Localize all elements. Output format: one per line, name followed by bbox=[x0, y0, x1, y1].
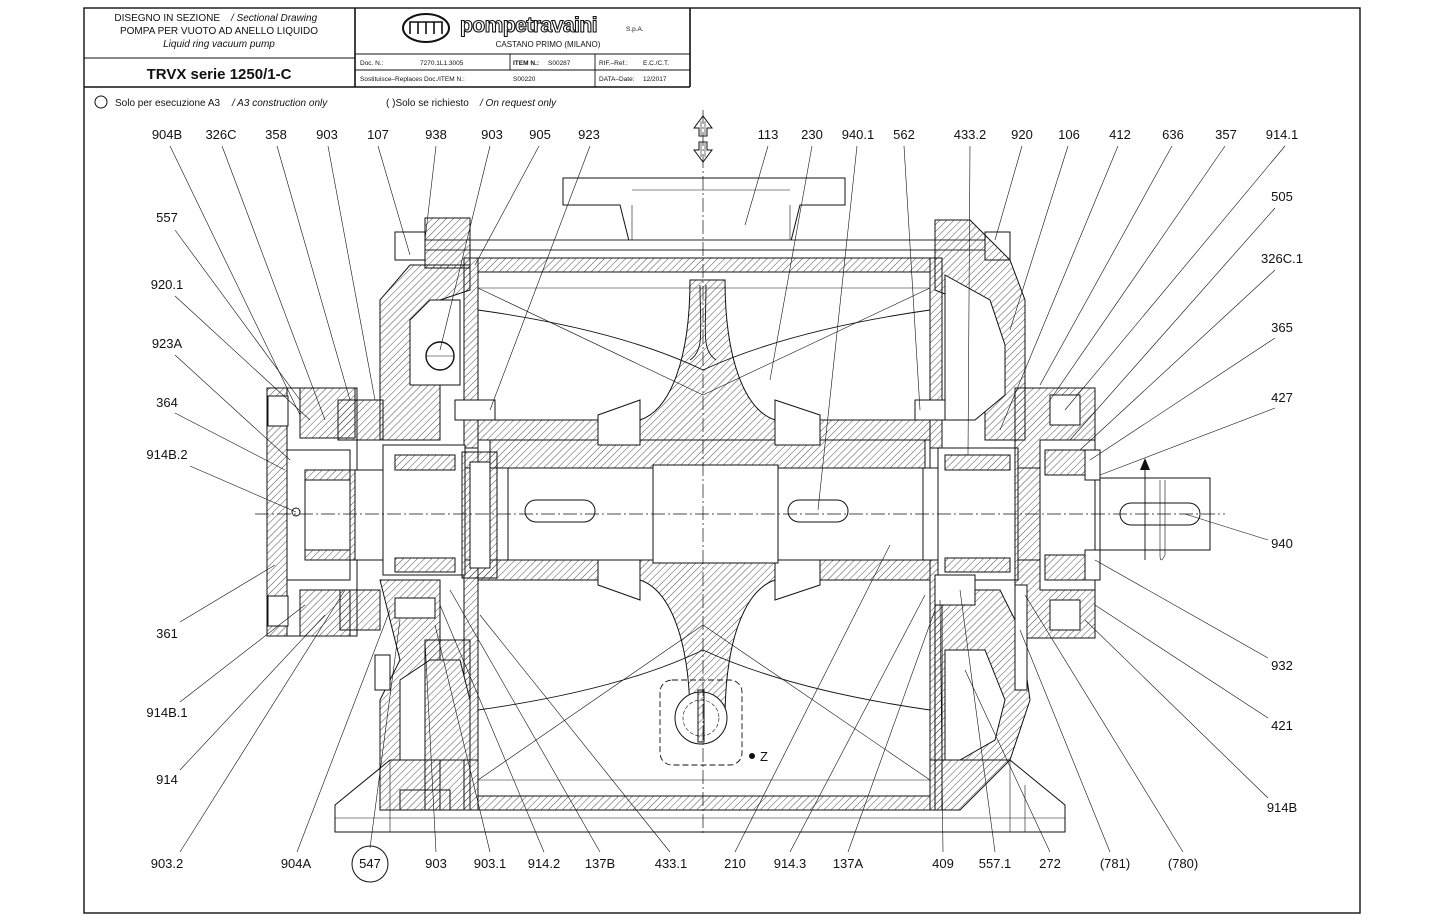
part-label: 412 bbox=[1109, 127, 1131, 142]
part-label: 364 bbox=[156, 395, 178, 410]
part-547-marker-circle bbox=[351, 845, 389, 883]
part-label: 547 bbox=[359, 856, 381, 871]
part-label: 914B.1 bbox=[146, 705, 187, 720]
note-request-en: / On request only bbox=[479, 98, 557, 109]
part-label: 505 bbox=[1271, 189, 1293, 204]
part-label: 210 bbox=[724, 856, 746, 871]
part-label: 107 bbox=[367, 127, 389, 142]
note-request-it: ( )Solo se richiesto bbox=[386, 98, 469, 109]
part-label: 920.1 bbox=[151, 277, 184, 292]
view-z-label: Z bbox=[760, 749, 768, 764]
part-label: 365 bbox=[1271, 320, 1293, 335]
part-label: 137A bbox=[833, 856, 864, 871]
part-label: 326C.1 bbox=[1261, 251, 1303, 266]
part-label: 409 bbox=[932, 856, 954, 871]
title-it-line2: POMPA PER VUOTO AD ANELLO LIQUIDO bbox=[120, 26, 318, 37]
part-label: 903.2 bbox=[151, 856, 184, 871]
title-block: DISEGNO IN SEZIONE / Sectional Drawing P… bbox=[84, 8, 691, 88]
company-name: pompetravaini bbox=[460, 14, 597, 37]
replaces-label: Sostituisce–Replaces Doc./ITEM N.: bbox=[360, 76, 465, 83]
part-label: 920 bbox=[1011, 127, 1033, 142]
part-label: 903 bbox=[425, 856, 447, 871]
part-label: 137B bbox=[585, 856, 615, 871]
part-label: 636 bbox=[1162, 127, 1184, 142]
part-label: 903.1 bbox=[474, 856, 507, 871]
title-en-line3: Liquid ring vacuum pump bbox=[163, 39, 275, 50]
part-label: 903 bbox=[316, 127, 338, 142]
model-title: TRVX serie 1250/1-C bbox=[147, 66, 292, 83]
note-a3-it: Solo per esecuzione A3 bbox=[115, 98, 221, 109]
part-label: 230 bbox=[801, 127, 823, 142]
date-value: 12/2017 bbox=[643, 76, 667, 83]
date-label: DATA–Date: bbox=[599, 76, 635, 83]
part-label: 914B.2 bbox=[146, 447, 187, 462]
part-label: 326C bbox=[205, 127, 236, 142]
ref-value: E.C./C.T. bbox=[643, 60, 669, 67]
part-label: 113 bbox=[758, 127, 779, 142]
part-label: 904B bbox=[152, 127, 182, 142]
item-value: S00287 bbox=[548, 60, 571, 67]
replaces-value: S00220 bbox=[513, 76, 536, 83]
part-label: 914.1 bbox=[1266, 127, 1299, 142]
part-labels: 904B 326C 358 903 107 938 903 905 923 11… bbox=[146, 127, 1303, 883]
ref-label: RIF.–Ref.: bbox=[599, 60, 628, 67]
leader-lines bbox=[169, 145, 1286, 853]
part-label: 932 bbox=[1271, 658, 1293, 673]
company-suffix: S.p.A. bbox=[626, 26, 644, 33]
title-it-line1: DISEGNO IN SEZIONE bbox=[114, 13, 220, 24]
part-label: 904A bbox=[281, 856, 312, 871]
company-logo bbox=[402, 13, 450, 43]
part-label: 557 bbox=[156, 210, 178, 225]
part-label: (780) bbox=[1168, 856, 1198, 871]
part-label: 272 bbox=[1039, 856, 1061, 871]
part-label: 106 bbox=[1058, 127, 1080, 142]
part-label: 903 bbox=[481, 127, 503, 142]
part-label: 433.1 bbox=[655, 856, 688, 871]
pump-cross-section: Z bbox=[255, 110, 1225, 835]
part-label: (781) bbox=[1100, 856, 1130, 871]
doc-value: 7270.1L1.3005 bbox=[420, 60, 464, 67]
doc-label: Doc. N.: bbox=[360, 60, 384, 67]
part-label: 940 bbox=[1271, 536, 1293, 551]
part-label: 358 bbox=[265, 127, 287, 142]
part-label: 557.1 bbox=[979, 856, 1012, 871]
part-label: 357 bbox=[1215, 127, 1237, 142]
company-location: CASTANO PRIMO (MILANO) bbox=[496, 40, 601, 49]
part-label: 421 bbox=[1271, 718, 1293, 733]
part-label: 940.1 bbox=[842, 127, 875, 142]
title-en-line1: / Sectional Drawing bbox=[230, 13, 318, 24]
part-label: 923A bbox=[152, 336, 183, 351]
part-label: 361 bbox=[156, 626, 178, 641]
note-a3-en: / A3 construction only bbox=[231, 98, 328, 109]
part-label: 562 bbox=[893, 127, 915, 142]
part-label: 427 bbox=[1271, 390, 1293, 405]
part-label: 914.3 bbox=[774, 856, 807, 871]
part-label: 905 bbox=[529, 127, 551, 142]
item-label: ITEM N.: bbox=[513, 60, 539, 67]
part-label: 914 bbox=[156, 772, 178, 787]
flow-direction-icon bbox=[693, 115, 713, 163]
a3-marker-circle bbox=[94, 95, 108, 109]
sheet-border bbox=[83, 7, 1361, 914]
part-label: 914.2 bbox=[528, 856, 561, 871]
part-label: 914B bbox=[1267, 800, 1297, 815]
part-label: 433.2 bbox=[954, 127, 987, 142]
part-label: 923 bbox=[578, 127, 600, 142]
part-label: 938 bbox=[425, 127, 447, 142]
